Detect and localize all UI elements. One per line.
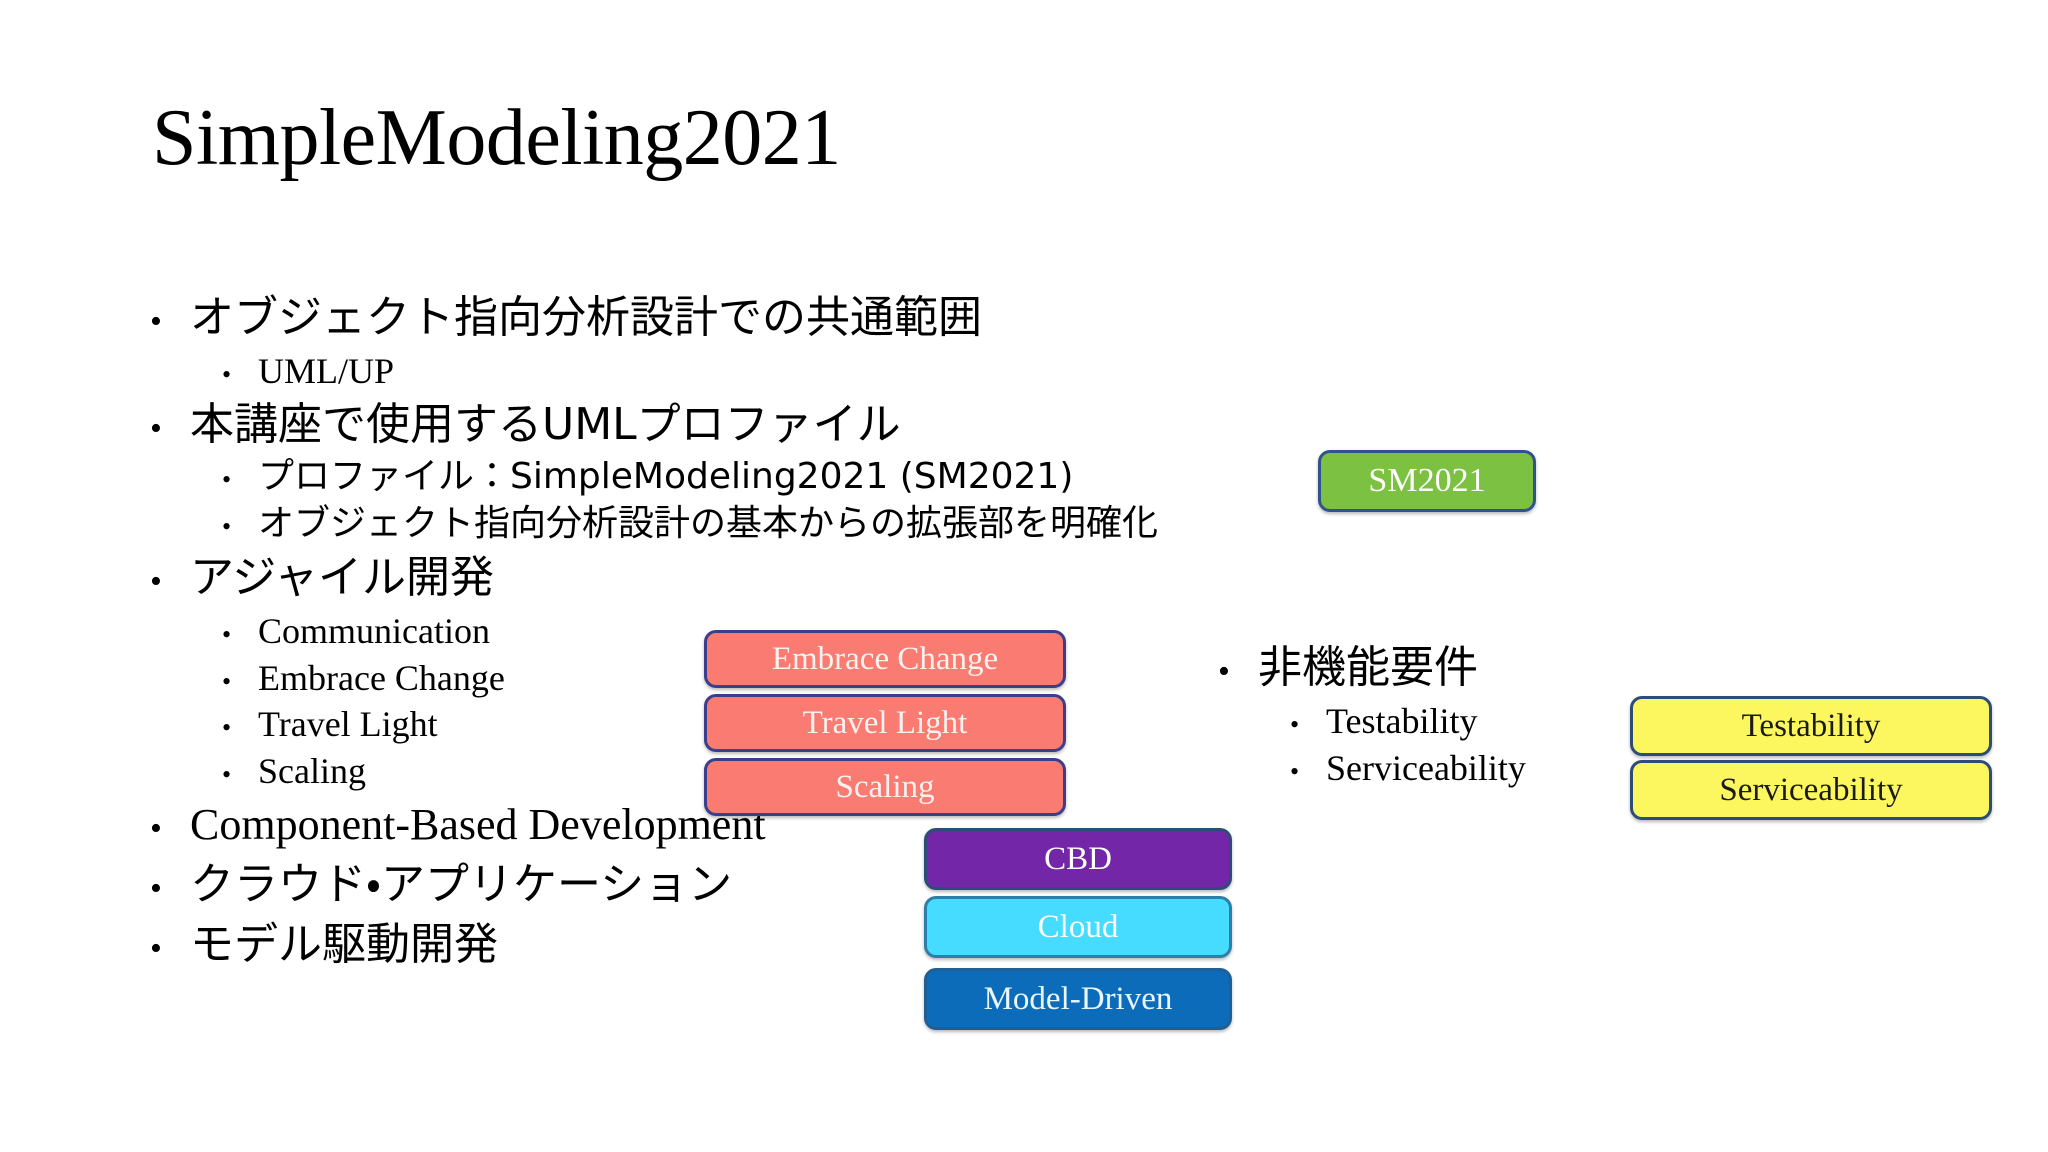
left-bullet-list: • オブジェクト指向分析設計での共通範囲 • UML/UP • 本講座で使用する… — [150, 288, 1158, 975]
list-item-label: 本講座で使用するUMLプロファイル — [190, 398, 901, 450]
list-item-label: オブジェクト指向分析設計での共通範囲 — [190, 292, 982, 343]
list-item-label: Scaling — [258, 751, 366, 792]
bullet-marker-icon: • — [150, 409, 162, 447]
bullet-marker-icon: • — [222, 713, 232, 743]
list-item: • アジャイル開発 — [150, 548, 1150, 608]
page-title: SimpleModeling2021 — [152, 94, 841, 182]
badge-travel-light: Travel Light — [704, 694, 1066, 752]
list-item: • Embrace Change — [150, 655, 1150, 702]
bullet-marker-icon: • — [222, 512, 232, 542]
list-item: • オブジェクト指向分析設計の基本からの拡張部を明確化 — [150, 501, 1158, 548]
bullet-marker-icon: • — [222, 666, 232, 696]
list-item: • Serviceability — [1218, 745, 1838, 792]
list-item: • 非機能要件 — [1218, 638, 1838, 698]
list-item-label: プロファイル：SimpleModeling2021 (SM2021) — [258, 456, 1074, 498]
badge-testability: Testability — [1630, 696, 1992, 756]
list-item: • Communication — [150, 608, 1150, 655]
bullet-marker-icon: • — [222, 465, 232, 495]
list-item: • 本講座で使用するUMLプロファイル — [150, 395, 1150, 455]
list-item: • Component-Based Development — [150, 795, 1150, 855]
bullet-marker-icon: • — [150, 563, 162, 601]
badge-serviceability: Serviceability — [1630, 760, 1992, 820]
right-bullet-list: • 非機能要件 • Testability • Serviceability — [1218, 638, 1838, 791]
list-item-label: クラウド・アプリケーション — [190, 858, 733, 910]
list-item-label: アジャイル開発 — [190, 552, 495, 604]
badge-embrace-change: Embrace Change — [704, 630, 1066, 688]
list-item-label: Testability — [1326, 700, 1478, 741]
list-item-label: Embrace Change — [258, 657, 505, 698]
list-item-label: 非機能要件 — [1258, 642, 1478, 693]
list-item-label: Travel Light — [258, 704, 438, 745]
list-item: • Testability — [1218, 698, 1838, 745]
list-item-label: Component-Based Development — [190, 800, 766, 850]
bullet-marker-icon: • — [222, 760, 232, 790]
list-item-label: モデル駆動開発 — [190, 918, 498, 970]
badge-cbd: CBD — [924, 828, 1232, 890]
bullet-marker-icon: • — [1218, 653, 1230, 690]
list-item: • プロファイル：SimpleModeling2021 (SM2021) — [150, 454, 1150, 501]
badge-model-driven: Model-Driven — [924, 968, 1232, 1030]
badge-scaling: Scaling — [704, 758, 1066, 816]
list-item-label: Communication — [258, 610, 490, 651]
bullet-marker-icon: • — [150, 303, 162, 340]
list-item: • Scaling — [150, 748, 1150, 795]
list-item-label: UML/UP — [258, 350, 395, 391]
bullet-marker-icon: • — [150, 929, 162, 967]
bullet-marker-icon: • — [150, 810, 162, 848]
list-item: • Travel Light — [150, 701, 1150, 748]
bullet-marker-icon: • — [222, 619, 232, 649]
list-item: • UML/UP — [150, 348, 1150, 395]
bullet-marker-icon: • — [1290, 709, 1300, 739]
bullet-marker-icon: • — [1290, 756, 1300, 786]
bullet-marker-icon: • — [150, 869, 162, 907]
list-item-label: オブジェクト指向分析設計の基本からの拡張部を明確化 — [258, 503, 1159, 545]
badge-sm2021: SM2021 — [1318, 450, 1536, 512]
bullet-marker-icon: • — [222, 359, 232, 389]
list-item: • オブジェクト指向分析設計での共通範囲 — [150, 288, 1150, 348]
badge-cloud: Cloud — [924, 896, 1232, 958]
list-item: • クラウド・アプリケーション — [150, 855, 1150, 915]
list-item: • モデル駆動開発 — [150, 915, 1150, 975]
list-item-label: Serviceability — [1326, 747, 1526, 788]
